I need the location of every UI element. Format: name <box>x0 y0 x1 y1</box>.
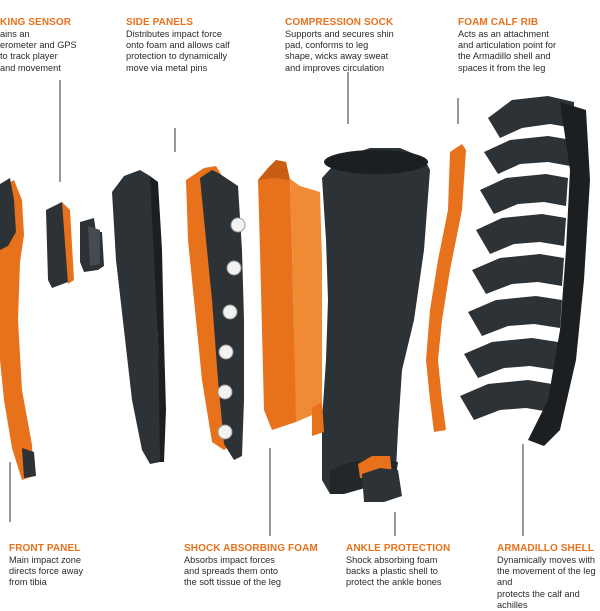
shock-foam-title: SHOCK ABSORBING FOAM <box>184 543 318 554</box>
label-tracking-sensor: KING SENSOR ains an erometer and GPS to … <box>0 17 120 74</box>
armadillo-shell-desc: Dynamically moves with the movement of t… <box>497 555 596 610</box>
foam-calf-rib-desc: Acts as an attachment and articulation p… <box>458 29 557 73</box>
front-panel-desc: Main impact zone directs force away from… <box>9 555 84 588</box>
ankle-protection-title: ANKLE PROTECTION <box>346 543 451 554</box>
front-panel-title: FRONT PANEL <box>9 543 81 554</box>
ankle-protection-part <box>312 402 402 502</box>
shock-foam-part <box>258 160 322 430</box>
label-front-panel: FRONT PANEL Main impact zone directs for… <box>9 543 119 589</box>
label-ankle-protection: ANKLE PROTECTION Shock absorbing foam ba… <box>346 543 476 589</box>
label-side-panels: SIDE PANELS Distributes impact force ont… <box>126 17 266 74</box>
label-armadillo-shell: ARMADILLO SHELL Dynamically moves with t… <box>497 543 600 611</box>
front-panel-part <box>0 178 36 480</box>
side-panels-title: SIDE PANELS <box>126 17 194 28</box>
shock-foam-desc: Absorbs impact forces and spreads them o… <box>184 555 282 588</box>
armadillo-shell-title: ARMADILLO SHELL <box>497 543 595 554</box>
foam-calf-rib-part <box>426 144 466 432</box>
leader-lines <box>9 72 524 536</box>
side-panels-desc: Distributes impact force onto foam and a… <box>126 29 230 73</box>
outer-side-panel-part <box>112 170 166 464</box>
foam-calf-rib-title: FOAM CALF RIB <box>458 17 539 28</box>
compression-sock-title: COMPRESSION SOCK <box>285 17 394 28</box>
label-compression-sock: COMPRESSION SOCK Supports and secures sh… <box>285 17 425 74</box>
label-shock-absorbing-foam: SHOCK ABSORBING FOAM Absorbs impact forc… <box>184 543 324 589</box>
tracking-sensor-title: KING SENSOR <box>0 17 72 28</box>
tracking-sensor-part <box>46 202 104 288</box>
ankle-protection-desc: Shock absorbing foam backs a plastic she… <box>346 555 442 588</box>
compression-sock-desc: Supports and secures shin pad, conforms … <box>285 29 394 73</box>
label-foam-calf-rib: FOAM CALF RIB Acts as an attachment and … <box>458 17 598 74</box>
inner-side-panel-part <box>186 166 246 460</box>
compression-sock-part <box>322 148 430 494</box>
tracking-sensor-desc: ains an erometer and GPS to track player… <box>0 29 77 73</box>
armadillo-shell-part <box>460 96 590 446</box>
